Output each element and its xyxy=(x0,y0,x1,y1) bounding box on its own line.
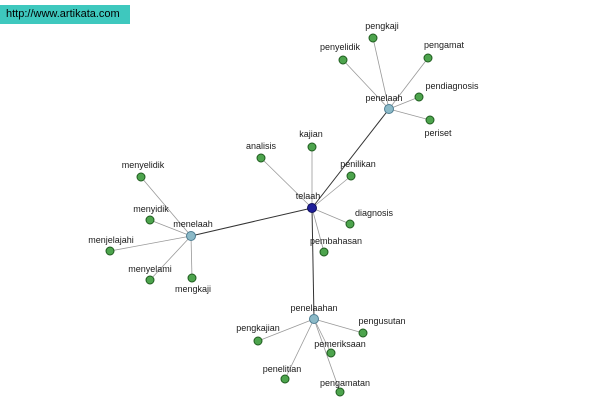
node-label-pembahasan[interactable]: pembahasan xyxy=(310,236,362,246)
graph-node-diagnosis[interactable] xyxy=(345,219,355,229)
node-label-pengkajian[interactable]: pengkajian xyxy=(236,323,280,333)
graph-node-pengusutan[interactable] xyxy=(358,328,368,338)
node-label-pemeriksaan[interactable]: pemeriksaan xyxy=(314,339,366,349)
graph-node-periset[interactable] xyxy=(425,115,435,125)
graph-edge-telaah-penelaah xyxy=(311,108,390,209)
graph-node-menelaah[interactable] xyxy=(186,231,196,241)
graph-node-pendiagnosis[interactable] xyxy=(414,92,424,102)
graph-node-menyelami[interactable] xyxy=(145,275,155,285)
graph-node-pembahasan[interactable] xyxy=(319,247,329,257)
graph-node-pengamatan[interactable] xyxy=(335,387,345,397)
graph-edge-menelaah-menyelidik xyxy=(140,176,192,237)
graph-node-penelitian[interactable] xyxy=(280,374,290,384)
graph-edge-telaah-pembahasan xyxy=(311,207,325,253)
graph-node-menyidik[interactable] xyxy=(145,215,155,225)
graph-node-pengamat[interactable] xyxy=(423,53,433,63)
graph-node-telaah[interactable] xyxy=(307,203,317,213)
graph-edge-menelaah-menyidik xyxy=(149,219,192,237)
node-label-telaah[interactable]: telaah xyxy=(296,191,321,201)
node-label-menyelami[interactable]: menyelami xyxy=(128,264,172,274)
site-url-badge[interactable]: http://www.artikata.com xyxy=(0,5,130,24)
graph-edge-penelaah-pengamat xyxy=(388,57,429,110)
node-label-kajian[interactable]: kajian xyxy=(299,129,323,139)
graph-edge-menelaah-mengkaji xyxy=(190,235,193,279)
node-label-penilikan[interactable]: penilikan xyxy=(340,159,376,169)
node-label-diagnosis[interactable]: diagnosis xyxy=(355,208,394,218)
graph-edge-penelaah-pengkaji xyxy=(372,37,390,110)
graph-node-pengkajian[interactable] xyxy=(253,336,263,346)
graph-node-mengkaji[interactable] xyxy=(187,273,197,283)
node-label-penyelidik[interactable]: penyelidik xyxy=(320,42,361,52)
node-label-pengamat[interactable]: pengamat xyxy=(424,40,465,50)
graph-edge-penelaahan-pemeriksaan xyxy=(313,318,332,354)
graph-edge-telaah-analisis xyxy=(260,157,313,209)
graph-edge-penelaahan-pengamatan xyxy=(313,318,341,393)
graph-edge-penelaah-pendiagnosis xyxy=(388,96,420,110)
graph-node-penelaah[interactable] xyxy=(384,104,394,114)
graph-edge-menelaah-menjelajahi xyxy=(109,235,192,252)
graph-edge-penelaahan-pengkajian xyxy=(257,318,315,342)
graph-node-menyelidik[interactable] xyxy=(136,172,146,182)
graph-edge-telaah-diagnosis xyxy=(311,207,351,225)
node-label-analisis[interactable]: analisis xyxy=(246,141,277,151)
graph-node-analisis[interactable] xyxy=(256,153,266,163)
graph-edge-penelaahan-penelitian xyxy=(284,318,315,380)
graph-edge-penelaah-periset xyxy=(388,108,431,121)
node-label-penelaah[interactable]: penelaah xyxy=(365,93,402,103)
node-label-pengusutan[interactable]: pengusutan xyxy=(358,316,405,326)
graph-node-penelaahan[interactable] xyxy=(309,314,319,324)
graph-node-pemeriksaan[interactable] xyxy=(326,348,336,358)
node-label-pendiagnosis[interactable]: pendiagnosis xyxy=(425,81,479,91)
node-label-menelaah[interactable]: menelaah xyxy=(173,219,213,229)
node-label-penelitian[interactable]: penelitian xyxy=(263,364,302,374)
graph-node-penyelidik[interactable] xyxy=(338,55,348,65)
node-label-pengamatan[interactable]: pengamatan xyxy=(320,378,370,388)
graph-edge-telaah-penilikan xyxy=(311,175,352,209)
graph-node-penilikan[interactable] xyxy=(346,171,356,181)
node-label-menjelajahi[interactable]: menjelajahi xyxy=(88,235,134,245)
graph-edge-penelaah-penyelidik xyxy=(342,59,390,110)
graph-node-pengkaji[interactable] xyxy=(368,33,378,43)
node-label-pengkaji[interactable]: pengkaji xyxy=(365,21,399,31)
graph-edge-penelaahan-pengusutan xyxy=(313,318,364,334)
graph-edge-telaah-penelaahan xyxy=(311,207,315,320)
node-label-menyelidik[interactable]: menyelidik xyxy=(122,160,165,170)
node-label-mengkaji[interactable]: mengkaji xyxy=(175,284,211,294)
node-label-menyidik[interactable]: menyidik xyxy=(133,204,169,214)
graph-node-menjelajahi[interactable] xyxy=(105,246,115,256)
node-label-periset[interactable]: periset xyxy=(424,128,452,138)
node-label-penelaahan[interactable]: penelaahan xyxy=(290,303,337,313)
graph-edge-telaah-menelaah xyxy=(190,207,313,237)
graph-edge-menelaah-menyelami xyxy=(149,235,192,281)
graph-node-kajian[interactable] xyxy=(307,142,317,152)
